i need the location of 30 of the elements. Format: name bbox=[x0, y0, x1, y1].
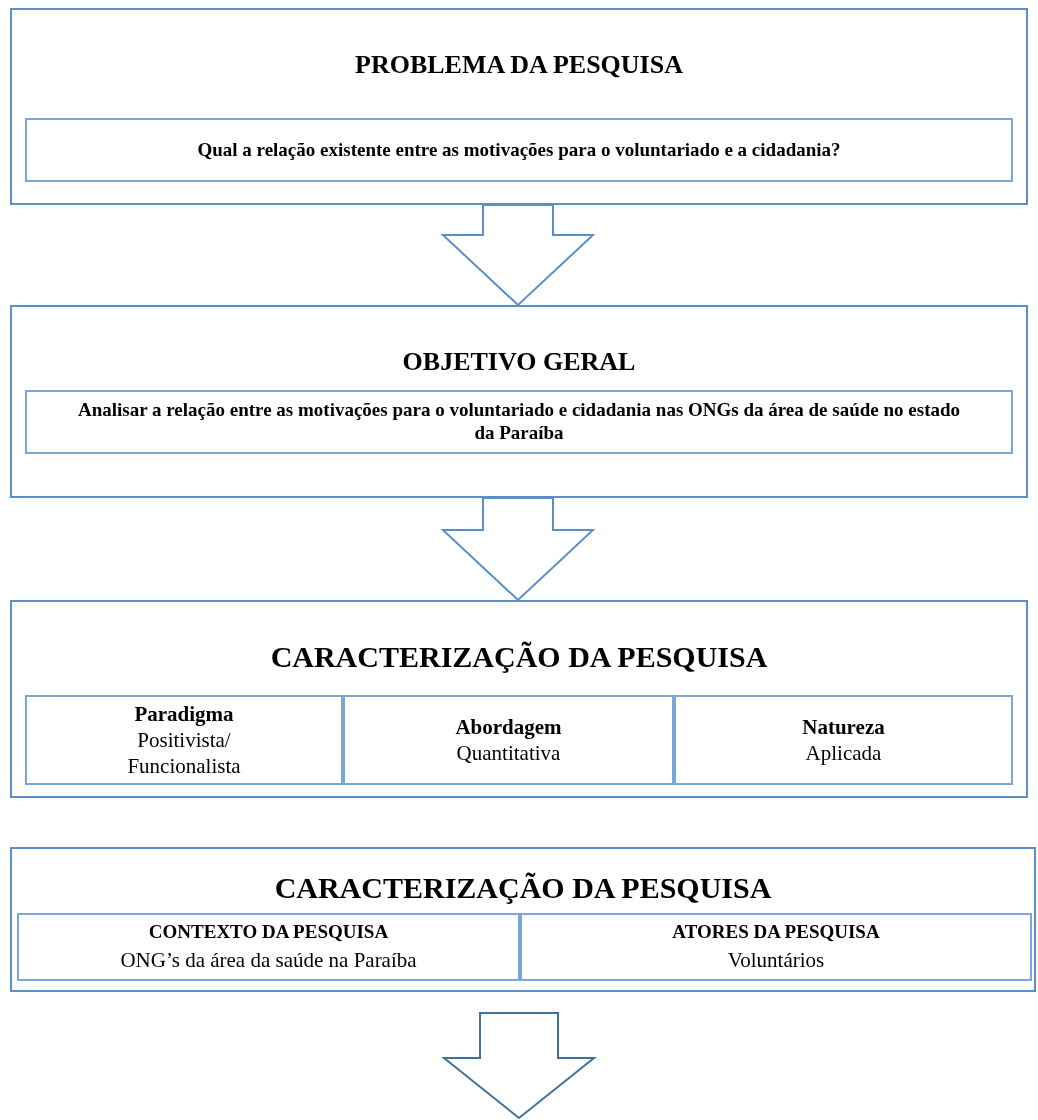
attribute-cell bbox=[674, 695, 1013, 785]
attribute-value: Quantitativa bbox=[456, 740, 561, 767]
section-heading: OBJETIVO GERAL bbox=[401, 347, 637, 377]
attribute-cell bbox=[17, 913, 520, 981]
section-panel bbox=[10, 600, 1028, 798]
block-arrow bbox=[441, 1012, 597, 1120]
attribute-value: Positivista/ Funcionalista bbox=[126, 726, 242, 780]
attribute-heading: ATORES DA PESQUISA bbox=[672, 920, 880, 944]
attribute-heading: Natureza bbox=[802, 713, 885, 740]
statement-box bbox=[25, 118, 1013, 182]
statement-text: Qual a relação existente entre as motivações para o voluntariado e a cidadania? bbox=[197, 138, 841, 162]
attribute-heading: Abordagem bbox=[455, 713, 562, 740]
block-arrow bbox=[440, 204, 596, 307]
section-heading: PROBLEMA DA PESQUISA bbox=[354, 50, 684, 80]
section-panel bbox=[10, 305, 1028, 498]
section-heading: CARACTERIZAÇÃO DA PESQUISA bbox=[273, 871, 773, 905]
attribute-cell bbox=[520, 913, 1032, 981]
section-panel bbox=[10, 847, 1036, 992]
attribute-value: ONG’s da área da saúde na Paraíba bbox=[120, 946, 417, 974]
block-arrow bbox=[440, 497, 596, 602]
statement-box bbox=[25, 390, 1013, 454]
attribute-heading: CONTEXTO DA PESQUISA bbox=[148, 920, 389, 944]
section-heading: CARACTERIZAÇÃO DA PESQUISA bbox=[269, 640, 769, 674]
attribute-cell bbox=[343, 695, 674, 785]
section-panel bbox=[10, 8, 1028, 205]
attribute-heading: Paradigma bbox=[134, 700, 234, 727]
statement-text: Analisar a relação entre as motivações para o voluntariado e cidadania nas ONGs da área de saúde no estado da Paraíba bbox=[77, 399, 961, 445]
attribute-value: Voluntários bbox=[727, 946, 825, 974]
attribute-value: Aplicada bbox=[805, 740, 882, 767]
attribute-cell bbox=[25, 695, 343, 785]
